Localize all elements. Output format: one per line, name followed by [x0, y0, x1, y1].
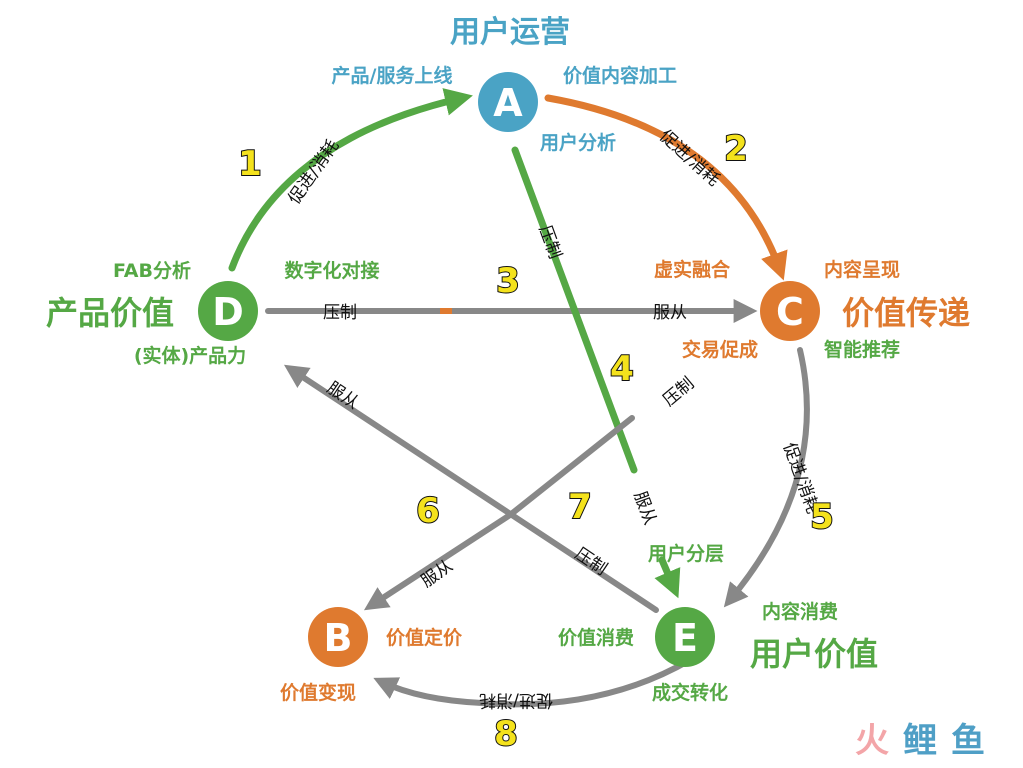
edge2-label-group: 促进/消耗 — [655, 126, 723, 190]
edge4-suppress-group: 压制 — [534, 223, 564, 262]
node-a-letter: A — [493, 81, 523, 125]
node-b-right-label: 价值定价 — [386, 626, 463, 649]
node-e-bottom-label: 成交转化 — [652, 681, 728, 704]
edge3-obey-label: 服从 — [653, 303, 687, 323]
node-d-title: 产品价值 — [46, 294, 174, 332]
edge-e-to-d — [283, 364, 659, 613]
edge7-obey-group: 服从 — [323, 378, 362, 414]
node-e-left-label: 价值消费 — [558, 626, 634, 649]
node-a-title: 用户运营 — [450, 15, 570, 50]
edge6-suppress-group: 压制 — [659, 374, 698, 411]
node-c-bottom-left-label: 交易促成 — [682, 338, 758, 361]
node-c-top-right-label: 内容呈现 — [824, 258, 900, 281]
node-a-right-label: 价值内容加工 — [563, 64, 677, 87]
step-number-1: 1 — [238, 144, 262, 184]
edge6-obey-label: 服从 — [417, 556, 456, 592]
node-b-letter: B — [324, 616, 353, 660]
node-e-circle — [655, 607, 715, 667]
node-c-letter: C — [776, 290, 804, 334]
step-number-4: 4 — [610, 349, 634, 389]
node-d-circle — [198, 281, 258, 341]
edge2-label: 促进/消耗 — [655, 126, 723, 190]
step-number-6: 6 — [416, 491, 440, 531]
edge-d-to-a — [228, 88, 473, 272]
node-d-top-left-label: FAB分析 — [113, 259, 191, 282]
node-b-bottom-label: 价值变现 — [280, 681, 356, 704]
edge-a-to-c — [544, 94, 788, 281]
step-number-3: 3 — [496, 261, 520, 301]
node-c-title: 价值传递 — [842, 294, 970, 332]
logo-watermark: 火 鲤 鱼 — [855, 721, 985, 761]
node-a-bottom-label: 用户分析 — [540, 131, 616, 154]
node-d-bottom-label: (实体)产品力 — [134, 344, 246, 367]
edge8-label-group: 促进/消耗 — [479, 690, 553, 710]
edge7-obey-label: 服从 — [323, 378, 362, 414]
edge-a-to-e-head — [654, 556, 681, 599]
edge4-obey-group: 服从 — [629, 489, 659, 528]
edge-a-to-e — [511, 146, 638, 474]
edge1-label: 促进/消耗 — [285, 136, 344, 208]
edge8-label: 促进/消耗 — [479, 690, 553, 710]
edge3-suppress-label: 压制 — [323, 303, 357, 323]
node-b-circle — [308, 607, 368, 667]
logo-char-3: 鱼 — [951, 721, 985, 761]
node-e-top-label: 用户分层 — [648, 542, 724, 565]
node-e-title: 用户价值 — [750, 635, 878, 673]
node-e-letter: E — [672, 616, 698, 660]
step-number-5: 5 — [810, 497, 834, 537]
step-number-2: 2 — [724, 129, 748, 169]
node-a-circle — [478, 72, 538, 132]
node-d-top-right-label: 数字化对接 — [284, 259, 379, 282]
edge4-suppress-label: 压制 — [534, 223, 564, 262]
logo-char-2: 鲤 — [903, 721, 937, 761]
node-c-bottom-right-label: 智能推荐 — [824, 338, 900, 361]
edge-c-to-e — [723, 347, 810, 608]
node-a-left-label: 产品/服务上线 — [332, 64, 453, 87]
node-c-circle — [760, 281, 820, 341]
edge1-label-group: 促进/消耗 — [285, 136, 344, 208]
edge6-suppress-label: 压制 — [659, 374, 698, 411]
step-number-8: 8 — [494, 714, 518, 754]
node-e-right-label: 内容消费 — [762, 600, 838, 623]
node-d-letter: D — [212, 290, 244, 334]
edge6-obey-group: 服从 — [417, 556, 456, 592]
logo-char-1: 火 — [855, 721, 889, 761]
step-number-7: 7 — [568, 487, 592, 527]
node-c-top-left-label: 虚实融合 — [654, 258, 731, 281]
edge-e-to-b — [373, 657, 693, 708]
edge4-obey-label: 服从 — [629, 489, 659, 528]
